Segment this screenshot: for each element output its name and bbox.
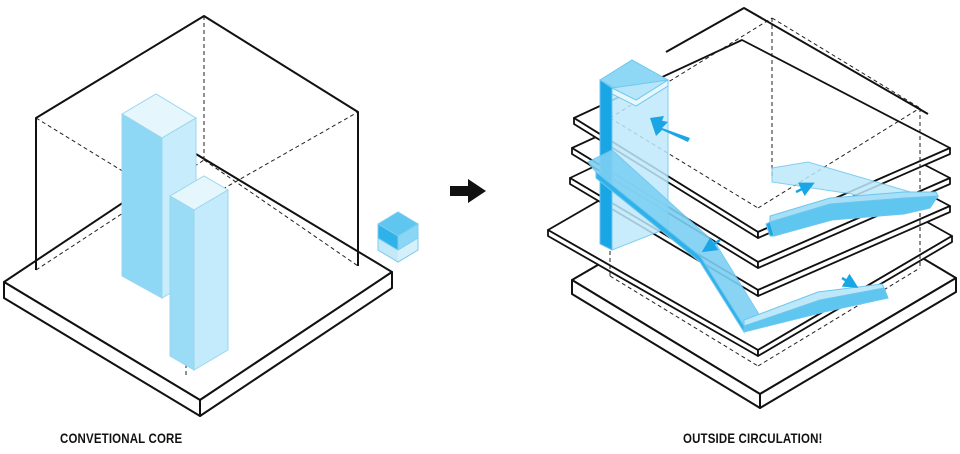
arrow-right-icon [450, 179, 486, 203]
arrow-icon [650, 116, 690, 142]
core-cube-icon [377, 211, 419, 263]
caption-outside-circulation: OUTSIDE CIRCULATION! [683, 430, 823, 446]
arrow-icon [701, 182, 859, 288]
caption-conventional-core: CONVETIONAL CORE [60, 430, 183, 446]
circulation-ramp [587, 149, 889, 334]
box-outline [35, 15, 359, 270]
conventional-core-diagram [3, 15, 419, 417]
circulation-bridge-upper [765, 161, 939, 237]
outside-circulation-diagram [547, 7, 957, 409]
box-hidden-edges [35, 16, 359, 376]
core-tower-short [169, 175, 229, 371]
box-outline-right [665, 7, 929, 115]
